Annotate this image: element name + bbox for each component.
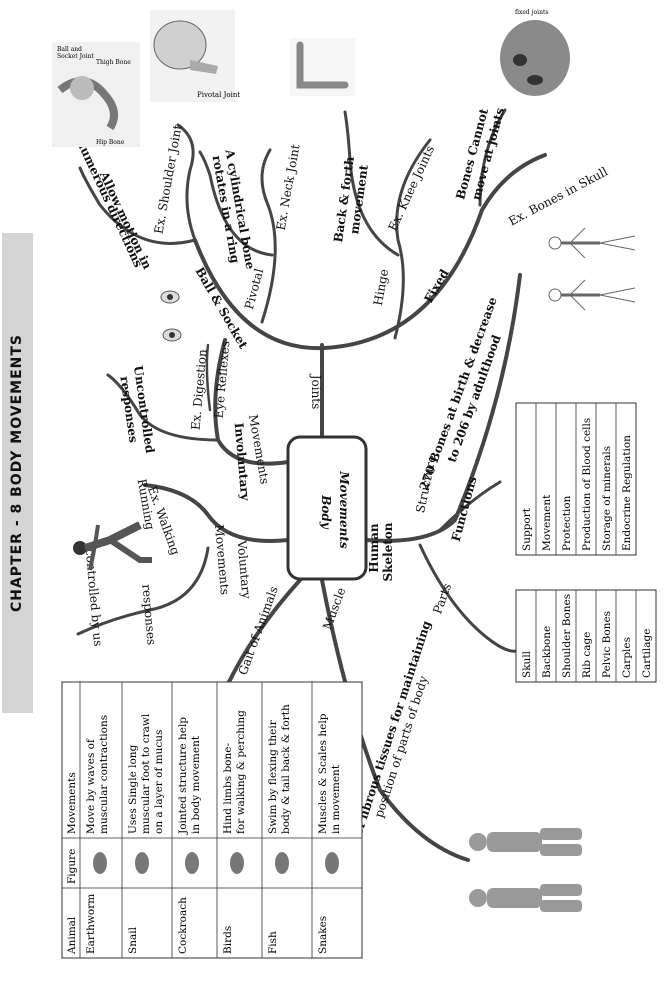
earthworm-icon xyxy=(93,852,107,874)
parts-list-item: Backbone xyxy=(541,626,553,678)
gait-table-animal: Fish xyxy=(267,931,279,954)
parts-line xyxy=(418,543,522,653)
ball-socket-fig-label1: Ball and xyxy=(57,46,82,53)
eye-reflex-illustration xyxy=(160,290,182,342)
structure-line xyxy=(364,273,522,543)
gait-table-header: Animal xyxy=(66,916,78,955)
gait-table-movement-line1: Hind limbs bone- xyxy=(222,743,234,834)
functions-list-item: Support xyxy=(521,507,533,551)
chapter-banner xyxy=(2,233,33,713)
functions-list-item: Storage of minerals xyxy=(601,446,613,551)
skeleton-label: Skeleton xyxy=(381,522,395,581)
pivotal-fig-label: Pivotal Joint xyxy=(197,91,240,99)
gait-table-movement-line1: Jointed structure help xyxy=(177,717,189,835)
gait-table-movement-line2: for walking & perching xyxy=(235,710,247,834)
branch-lines xyxy=(76,108,547,862)
gait-table-movement-line1: Uses Single long xyxy=(127,744,139,834)
ball-socket-fig-label4: Hip Bone xyxy=(96,139,125,146)
parts-list-item: Shoulder Bones xyxy=(561,594,573,678)
gait-table-animal: Snakes xyxy=(317,916,329,954)
functions-list-item: Production of Blood cells xyxy=(581,418,593,551)
functions-label: Functions xyxy=(449,475,480,543)
gait-table-movement-line1: Muscles & Scales help xyxy=(317,713,329,834)
knee-example: Ex. Knee Joints xyxy=(385,143,437,233)
gait-table-animal: Earthworm xyxy=(85,894,97,954)
pivotal-label: Pivotal xyxy=(242,267,266,311)
muscle-line xyxy=(320,578,470,862)
gait-table-movement-line2: in body movement xyxy=(190,735,202,834)
parts-list-item: Carples xyxy=(621,637,633,678)
voluntary-desc1: controlled by us xyxy=(83,548,105,647)
cockroach-icon xyxy=(185,852,199,874)
digestion-example: Ex. Digestion xyxy=(189,348,210,430)
voluntary-label: Voluntary xyxy=(234,539,253,600)
bird-icon xyxy=(230,852,244,874)
center-title-line1: Body xyxy=(319,494,333,530)
ball-socket-fig-label3: Thigh Bone xyxy=(96,59,131,66)
voluntary-desc2: responses xyxy=(139,584,158,646)
gait-table-movement-line3: on a layer of mucus xyxy=(153,730,165,834)
gait-table-movement-line1: Swim by flexing their xyxy=(267,719,279,834)
parts-list-item: Cartilage xyxy=(641,629,653,678)
skull-fig-label: fixed joints xyxy=(515,9,548,16)
snake-icon xyxy=(325,852,339,874)
parts-list-item: Pelvic Bones xyxy=(601,611,613,678)
voluntary-line xyxy=(143,483,290,543)
shoulder-example: Ex. Shoulder Joint xyxy=(152,123,185,235)
voluntary-desc-line xyxy=(76,546,210,636)
gait-table-animal: Cockroach xyxy=(177,897,189,954)
gait-table-animal: Snail xyxy=(127,926,139,954)
neck-example: Ex. Neck Joint xyxy=(274,143,303,231)
ball-socket-fig-label2: Socket Joint xyxy=(57,53,94,60)
fish-icon xyxy=(275,852,289,874)
parts-list-item: Rib cage xyxy=(581,632,593,678)
functions-list-item: Movement xyxy=(541,494,553,551)
parts-table: Skull Backbone Shoulder Bones Rib cage Pelvi… xyxy=(515,589,657,683)
skeleton-illustration xyxy=(548,227,636,311)
gait-table-header: Figure xyxy=(66,849,78,884)
hinge-desc-line xyxy=(343,110,400,257)
uncontrolled-line xyxy=(106,373,220,442)
ball-socket-desc-line xyxy=(78,166,197,245)
gait-table-animal: Birds xyxy=(222,926,234,954)
hinge-label: Hinge xyxy=(371,268,391,307)
functions-table: Support Movement Protection Production of B… xyxy=(515,402,637,556)
gait-table-movement-line2: muscular contractions xyxy=(98,715,110,834)
hinge-joint-illustration xyxy=(290,38,355,96)
skeleton-human-label: Human xyxy=(367,523,381,573)
functions-list-item: Endocrine Regulation xyxy=(621,435,633,551)
joints-label: Joints xyxy=(309,373,323,410)
pivotal-joint-illustration: Pivotal Joint xyxy=(150,10,240,102)
voluntary-movements-label: Movements xyxy=(212,524,232,596)
gait-table-movement-line2: body & tail back & forth xyxy=(280,704,292,834)
ball-socket-illustration: Ball and Socket Joint Thigh Bone Hip Bon… xyxy=(52,42,140,147)
digestion-line xyxy=(205,343,212,412)
ball-socket-desc2: numerous directions xyxy=(74,137,146,270)
pivotal-desc-line xyxy=(198,150,274,257)
functions-list-item: Protection xyxy=(561,495,573,551)
gait-table-header: Movements xyxy=(66,772,78,834)
parts-list-item: Skull xyxy=(521,650,533,678)
shoulder-line xyxy=(176,123,197,242)
gait-table-movement-line2: in movement xyxy=(330,764,342,834)
gait-table-movement-line1: Move by waves of xyxy=(85,738,97,834)
pivotal-line xyxy=(260,148,277,324)
eye-reflex-example: Eye Reflexes xyxy=(212,340,233,419)
fixed-line xyxy=(478,108,507,207)
snail-icon xyxy=(135,852,149,874)
fixed-label: Fixed xyxy=(421,266,452,305)
hinge-line xyxy=(393,138,432,340)
skull-illustration: fixed joints xyxy=(500,9,570,96)
gait-table-movement-line2: muscular foot to crawl xyxy=(140,713,152,834)
muscle-body-illustration xyxy=(469,828,582,912)
involuntary-label: Involuntary xyxy=(232,422,253,502)
center-box: Body Movements xyxy=(286,435,368,581)
functions-line xyxy=(438,480,502,532)
walking-man-illustration xyxy=(73,521,152,571)
center-title-line2: Movements xyxy=(337,470,351,548)
skull-example: Ex. Bones in Skull xyxy=(506,164,610,228)
